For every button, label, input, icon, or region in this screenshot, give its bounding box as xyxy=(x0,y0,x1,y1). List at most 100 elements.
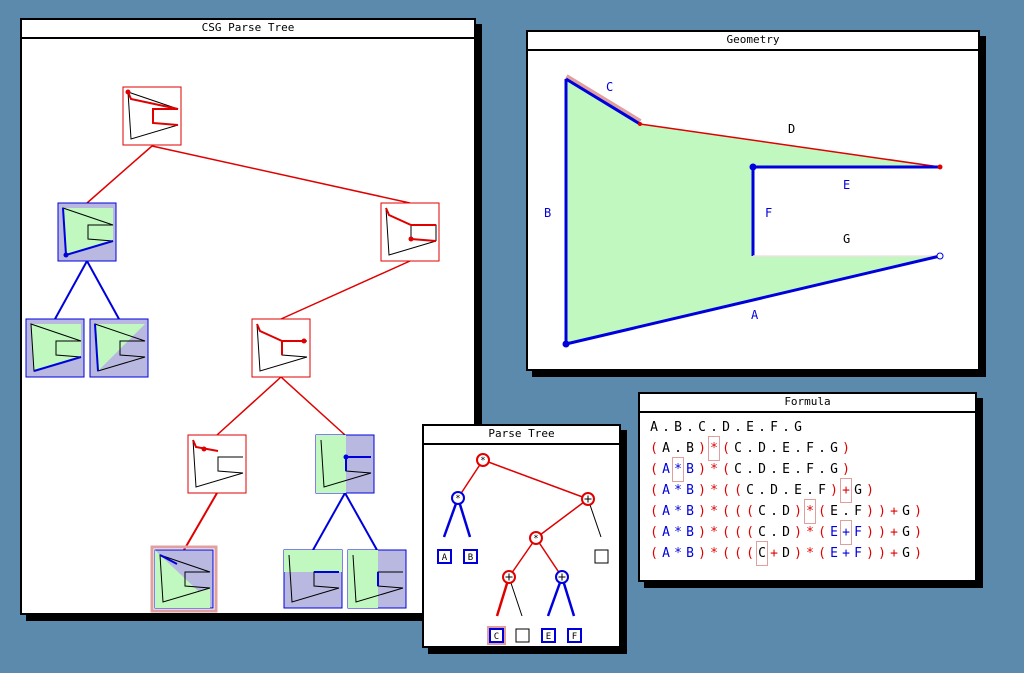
formula-token[interactable]: E xyxy=(830,546,838,561)
formula-token[interactable]: * xyxy=(710,462,718,477)
formula-token[interactable]: A xyxy=(662,525,670,540)
csg-node-root[interactable] xyxy=(122,86,182,146)
formula-token[interactable]: ) xyxy=(698,546,706,561)
formula-token[interactable]: . xyxy=(758,483,766,498)
formula-token[interactable]: G xyxy=(854,483,862,498)
csg-node-cdefg[interactable] xyxy=(380,202,440,262)
formula-token[interactable]: * xyxy=(806,525,814,540)
formula-token[interactable]: B xyxy=(686,504,694,519)
formula-token[interactable]: . xyxy=(674,441,682,456)
formula-token[interactable]: . xyxy=(770,462,778,477)
formula-token[interactable]: ) xyxy=(830,483,838,498)
formula-token[interactable]: + xyxy=(770,546,778,561)
formula-token[interactable]: G xyxy=(794,420,802,435)
formula-token[interactable]: ( xyxy=(734,483,742,498)
formula-token[interactable]: . xyxy=(662,420,670,435)
parse-op-node[interactable] xyxy=(581,492,595,506)
formula-token[interactable]: ) xyxy=(914,546,922,561)
formula-token[interactable]: * xyxy=(710,525,718,540)
formula-token[interactable]: . xyxy=(806,483,814,498)
formula-token[interactable]: ( xyxy=(746,546,754,561)
formula-token[interactable]: + xyxy=(890,546,898,561)
formula-token[interactable]: . xyxy=(794,441,802,456)
formula-token[interactable]: G xyxy=(830,462,838,477)
formula-token[interactable]: ) xyxy=(698,525,706,540)
formula-token[interactable]: C xyxy=(734,441,742,456)
formula-token[interactable]: ( xyxy=(722,546,730,561)
formula-token[interactable]: C xyxy=(758,504,766,519)
formula-token-selected[interactable]: + xyxy=(840,520,852,545)
formula-token[interactable]: F xyxy=(854,504,862,519)
formula-token[interactable]: * xyxy=(674,525,682,540)
csg-leaf-a[interactable] xyxy=(25,318,85,378)
formula-token[interactable]: A xyxy=(662,504,670,519)
formula-token[interactable]: F xyxy=(806,462,814,477)
parse-leaf-f[interactable]: F xyxy=(567,628,582,643)
csg-node-ef[interactable] xyxy=(315,434,375,494)
formula-token[interactable]: ) xyxy=(914,504,922,519)
csg-leaf-b[interactable] xyxy=(89,318,149,378)
formula-token[interactable]: ) xyxy=(878,504,886,519)
formula-token[interactable]: ( xyxy=(818,504,826,519)
formula-token[interactable]: B xyxy=(686,441,694,456)
formula-token[interactable]: ) xyxy=(698,504,706,519)
formula-token[interactable]: ( xyxy=(722,504,730,519)
formula-token[interactable]: ( xyxy=(722,525,730,540)
formula-token[interactable]: A xyxy=(662,546,670,561)
formula-token[interactable]: ) xyxy=(842,462,850,477)
formula-token[interactable]: B xyxy=(674,420,682,435)
formula-token[interactable]: D xyxy=(758,441,766,456)
formula-token[interactable]: * xyxy=(710,546,718,561)
formula-token[interactable]: ( xyxy=(722,462,730,477)
parse-op-node[interactable]: * xyxy=(529,531,543,545)
parse-op-node[interactable] xyxy=(555,570,569,584)
formula-token[interactable]: ( xyxy=(734,504,742,519)
formula-token[interactable]: A xyxy=(650,420,658,435)
formula-token[interactable]: F xyxy=(818,483,826,498)
geometry-window[interactable]: Geometry C D E B F G A xyxy=(526,30,980,371)
formula-token-selected[interactable]: * xyxy=(708,436,720,461)
formula-token[interactable]: ) xyxy=(698,462,706,477)
formula-token[interactable]: B xyxy=(686,546,694,561)
formula-token-selected[interactable]: C xyxy=(756,541,768,566)
formula-token[interactable]: D xyxy=(722,420,730,435)
formula-token[interactable]: E xyxy=(782,441,790,456)
formula-token[interactable]: . xyxy=(746,462,754,477)
formula-token[interactable]: A xyxy=(662,441,670,456)
formula-token[interactable]: * xyxy=(710,483,718,498)
formula-token[interactable]: * xyxy=(674,546,682,561)
formula-token[interactable]: E xyxy=(782,462,790,477)
formula-token[interactable]: B xyxy=(686,525,694,540)
formula-token[interactable]: G xyxy=(902,504,910,519)
formula-token[interactable]: . xyxy=(818,441,826,456)
formula-token[interactable]: * xyxy=(674,504,682,519)
formula-token[interactable]: ) xyxy=(866,525,874,540)
formula-token[interactable]: A xyxy=(662,462,670,477)
formula-token[interactable]: . xyxy=(734,420,742,435)
formula-token[interactable]: F xyxy=(806,441,814,456)
formula-token[interactable]: ) xyxy=(794,504,802,519)
csg-node-cdef[interactable] xyxy=(251,318,311,378)
formula-token[interactable]: ( xyxy=(650,504,658,519)
formula-token[interactable]: G xyxy=(902,546,910,561)
formula-token[interactable]: ( xyxy=(650,525,658,540)
formula-token[interactable]: C xyxy=(758,525,766,540)
formula-token[interactable]: ) xyxy=(878,525,886,540)
formula-token[interactable]: ( xyxy=(650,483,658,498)
formula-token[interactable]: ( xyxy=(746,504,754,519)
formula-token[interactable]: D xyxy=(782,546,790,561)
formula-token[interactable]: ) xyxy=(698,483,706,498)
formula-token[interactable]: ) xyxy=(878,546,886,561)
formula-token[interactable]: + xyxy=(890,504,898,519)
parse-tree-window[interactable]: Parse Tree * xyxy=(422,424,621,648)
formula-token[interactable]: . xyxy=(794,462,802,477)
formula-token[interactable]: . xyxy=(818,462,826,477)
formula-token[interactable]: ( xyxy=(722,441,730,456)
formula-token[interactable]: E xyxy=(746,420,754,435)
formula-token[interactable]: * xyxy=(674,483,682,498)
formula-token[interactable]: ( xyxy=(650,441,658,456)
parse-leaf-e[interactable]: E xyxy=(541,628,556,643)
formula-token[interactable]: * xyxy=(806,546,814,561)
formula-token[interactable]: D xyxy=(782,504,790,519)
formula-token[interactable]: C xyxy=(698,420,706,435)
